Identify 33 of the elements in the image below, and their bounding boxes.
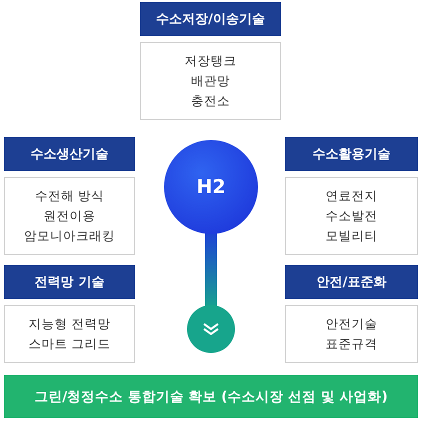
- list-item-text: 연료전지: [326, 187, 378, 205]
- item-list-box: [285, 177, 418, 255]
- category-header: [285, 137, 418, 171]
- list-item-text: 지능형 전력망: [28, 315, 110, 333]
- category-header: [285, 265, 418, 299]
- label-text: 전력망 기술: [34, 274, 104, 291]
- category-header: [4, 265, 135, 299]
- category-header: [140, 2, 281, 36]
- list-item-text: 암모니아크래킹: [24, 227, 115, 245]
- label-text: 그린/청정수소 통합기술 확보 (수소시장 선점 및 사업화): [34, 388, 388, 406]
- label-text: 수소활용기술: [312, 146, 390, 163]
- list-item-text: 수전해 방식: [35, 187, 104, 205]
- goal-bar: [4, 375, 418, 418]
- label-text: H2: [196, 176, 226, 198]
- connector-stem: [205, 232, 217, 307]
- list-item-text: 배관망: [191, 72, 230, 90]
- list-item-text: 안전기술: [326, 315, 378, 333]
- category-header: [4, 137, 135, 171]
- item-list-box: [4, 177, 135, 255]
- list-item-text: 원전이용: [44, 207, 96, 225]
- list-item-text: 충전소: [191, 92, 230, 110]
- label-text: 수소저장/이송기술: [156, 11, 265, 28]
- label-text: 안전/표준화: [316, 274, 386, 291]
- list-item-text: 저장탱크: [184, 52, 236, 70]
- list-item-text: 수소발전: [326, 207, 378, 225]
- item-list-box: [285, 305, 418, 363]
- list-item-text: 모빌리티: [326, 227, 378, 245]
- list-item-text: 표준규격: [326, 335, 378, 353]
- label-text: 수소생산기술: [30, 146, 108, 163]
- chevron-circle: [187, 305, 235, 353]
- item-list-box: [4, 305, 135, 363]
- list-item-text: 스마트 그리드: [28, 335, 110, 353]
- item-list-box: [140, 42, 281, 120]
